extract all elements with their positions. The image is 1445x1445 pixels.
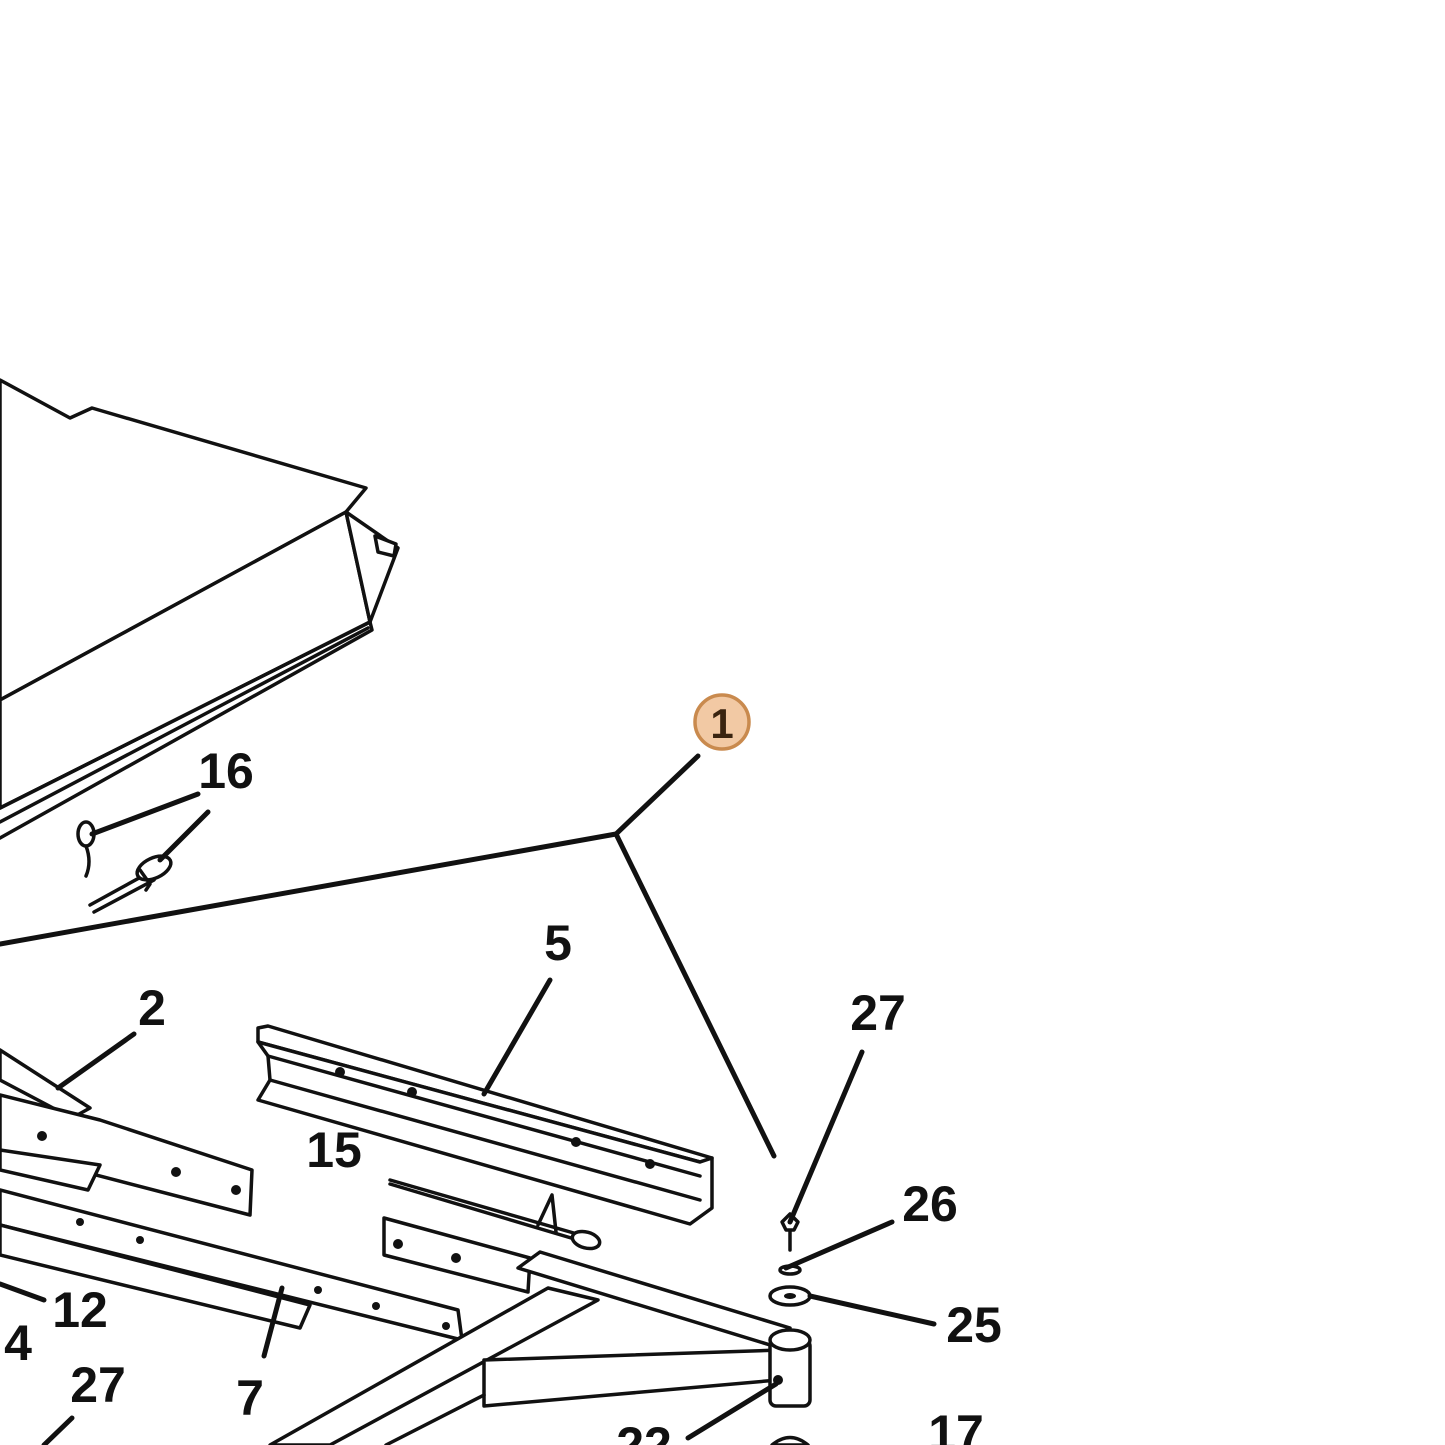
leader-26 bbox=[783, 1219, 895, 1271]
callout-4[interactable]: 4 bbox=[4, 1315, 32, 1371]
leader-7 bbox=[261, 1285, 285, 1359]
callout-1-badge bbox=[693, 693, 751, 751]
leader-25 bbox=[807, 1293, 937, 1327]
callout-12[interactable]: 12 bbox=[52, 1282, 108, 1338]
leader-27a bbox=[787, 1049, 865, 1225]
callout-5[interactable]: 5 bbox=[544, 915, 572, 971]
leader-12 bbox=[0, 1281, 47, 1303]
callout-1-label: 1 bbox=[710, 700, 733, 747]
leader-2 bbox=[55, 1031, 137, 1091]
callout-27-lower[interactable]: 27 bbox=[70, 1357, 126, 1413]
leader-16 bbox=[89, 791, 201, 837]
callout-22[interactable]: 22 bbox=[616, 1417, 672, 1445]
lower-frame-assembly bbox=[268, 1216, 812, 1445]
clevis-pin-part-16 bbox=[76, 820, 173, 914]
callout-7[interactable]: 7 bbox=[236, 1370, 264, 1426]
callout-labels: 16 2 5 27 15 26 25 12 4 27 7 22 17 bbox=[4, 743, 1002, 1445]
leader-16-b bbox=[157, 809, 211, 863]
leader-lines bbox=[0, 753, 937, 1445]
callout-15[interactable]: 15 bbox=[306, 1122, 362, 1178]
leader-1-b bbox=[613, 831, 777, 1159]
leader-22 bbox=[685, 1381, 779, 1441]
leader-1 bbox=[0, 753, 701, 947]
callout-26[interactable]: 26 bbox=[902, 1176, 958, 1232]
leader-5 bbox=[481, 977, 553, 1097]
bed-assembly bbox=[0, 378, 400, 840]
callout-25[interactable]: 25 bbox=[946, 1297, 1002, 1353]
pin-part-15 bbox=[388, 1178, 602, 1251]
callout-2[interactable]: 2 bbox=[138, 980, 166, 1036]
leader-27b bbox=[41, 1415, 75, 1445]
callout-17[interactable]: 17 bbox=[928, 1405, 984, 1445]
callout-1-highlighted[interactable]: 1 bbox=[693, 693, 751, 751]
callout-16[interactable]: 16 bbox=[198, 743, 254, 799]
lift-arm-part-2 bbox=[0, 1048, 254, 1217]
callout-27-upper[interactable]: 27 bbox=[850, 985, 906, 1041]
